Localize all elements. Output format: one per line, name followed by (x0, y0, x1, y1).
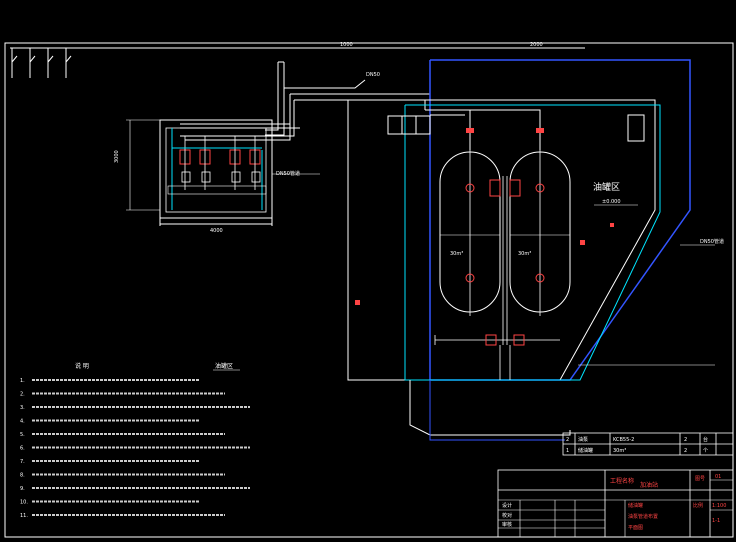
parts-cell-spec: 30m³ (613, 448, 626, 454)
note-number: 10. (20, 500, 28, 506)
note-number: 2. (20, 392, 25, 398)
parts-cell-name: 油泵 (578, 436, 588, 443)
tank-area: DN50管道 30m³ 30m³ (347, 59, 724, 441)
parts-cell-qty: 2 (684, 437, 687, 443)
sheet-value: 01 (715, 474, 721, 480)
note-number: 7. (20, 459, 25, 465)
drawing-title-3: 平面图 (628, 525, 643, 531)
note-number: 8. (20, 473, 25, 479)
note-number: 4. (20, 419, 25, 425)
drawing-title-2: 油泵管道布置 (628, 513, 658, 520)
project-label: 工程名称 (610, 477, 634, 485)
notes: 说 明 1. 2. 3. 4. 5. 6. 7. 8. 9. 10. 11. (20, 362, 250, 519)
note-number: 3. (20, 405, 25, 411)
parts-cell-name: 储油罐 (578, 447, 593, 454)
parts-cell-spec: KCB55-2 (613, 437, 634, 443)
check-label: 校对 (502, 512, 512, 519)
title-block: 工程名称 加油站 图号 01 设计 校对 审核 储油罐 油泵管道布置 平面图 比… (497, 469, 734, 538)
drawing-border (4, 42, 734, 538)
note-number: 11. (20, 513, 28, 519)
note-number: 5. (20, 432, 25, 438)
parts-cell-unit: 个 (703, 448, 708, 454)
parts-cell-no: 2 (566, 437, 569, 443)
pump-units (179, 149, 261, 165)
note-number: 1. (20, 378, 25, 384)
parts-cell-qty: 2 (684, 448, 687, 454)
zone-label: 油罐区 (593, 181, 620, 193)
page-value: 1-1 (712, 518, 720, 524)
dim-top-left: 1000 (340, 42, 353, 48)
notes-heading: 说 明 (75, 362, 89, 370)
tank-left-label: 30m³ (450, 251, 463, 257)
parts-table: 2 油泵 KCB55-2 2 台 1 储油罐 30m³ 2 个 (562, 432, 734, 456)
scale-label: 比例 (693, 502, 703, 509)
tank-right-label: 30m³ (518, 251, 531, 257)
drawing-title-1: 储油罐 (628, 502, 643, 509)
approve-label: 审核 (502, 521, 512, 528)
elevation-label: ±0.000 (602, 199, 621, 205)
sheet-label: 图号 (695, 476, 705, 482)
note-number: 6. (20, 446, 25, 452)
project-value: 加油站 (640, 481, 658, 489)
dim-top-mid: 2000 (530, 42, 543, 48)
callout-right-side: DN50管道 (700, 238, 724, 245)
callout-pump-right: DN50管道 (276, 170, 300, 177)
scale-value: 1:100 (712, 503, 726, 509)
dim-pump-height: 3000 (114, 150, 120, 163)
electrical-symbols (10, 47, 75, 78)
design-label: 设计 (502, 502, 512, 509)
section-title: 油罐区 (215, 362, 233, 370)
note-number: 9. (20, 486, 25, 492)
parts-cell-unit: 台 (703, 436, 708, 443)
parts-cell-no: 1 (566, 448, 569, 454)
dim-pump-width: 4000 (210, 228, 223, 234)
callout-pipe-top: DN50 (366, 72, 380, 78)
pump-room: 3000 4000 (114, 119, 273, 234)
